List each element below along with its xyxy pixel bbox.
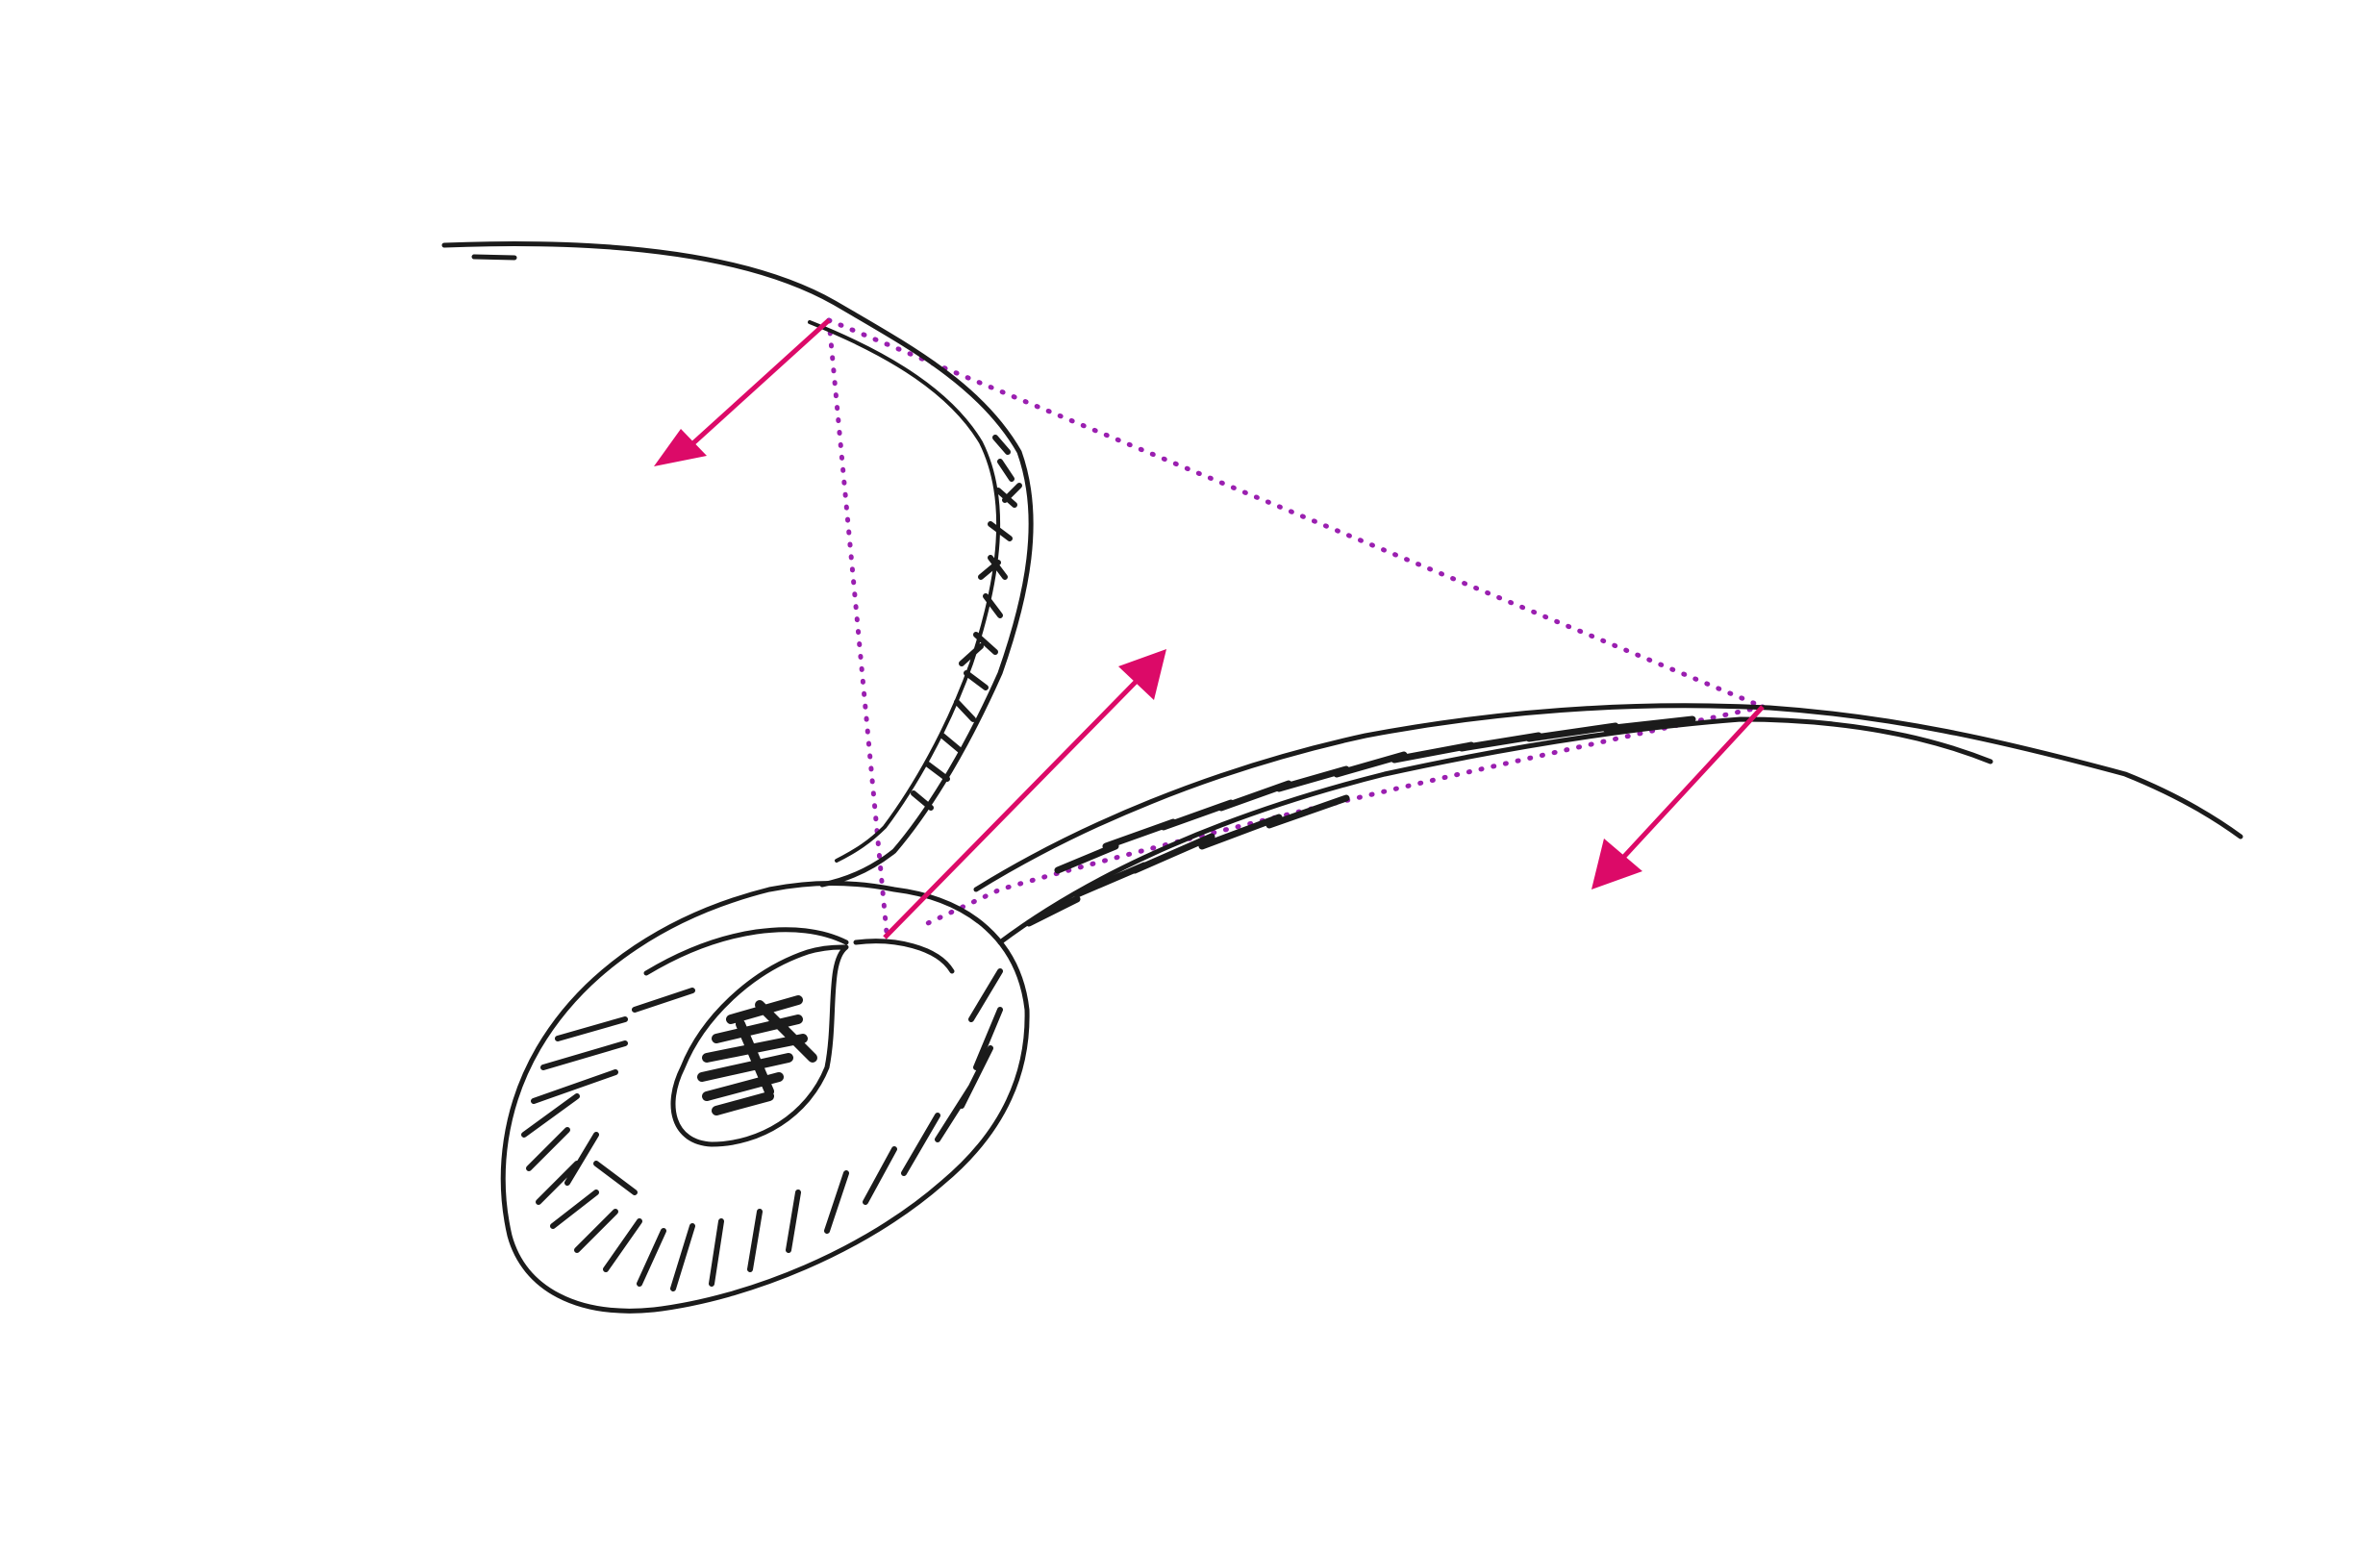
right-strand-hatching (1025, 715, 1696, 927)
force-arrows (654, 318, 1765, 939)
body-hatching (521, 968, 1003, 1291)
left-hair-strand (441, 240, 1034, 888)
body-inner-rim (670, 944, 849, 1147)
left-strand-hatching (911, 435, 1022, 811)
dotted-guide-lines (826, 317, 1766, 936)
arrow-center-up-right (883, 676, 1141, 939)
arrow-up-left-head (654, 429, 707, 466)
guide-right-to-base (925, 704, 1766, 926)
oval-body (500, 881, 1030, 1314)
right-strand-lower-edge (997, 716, 1993, 945)
right-hair-strand (973, 703, 2243, 945)
body-upper-crease (643, 927, 955, 976)
arrow-up-left (673, 318, 831, 462)
arrow-center-up-right-head (1118, 649, 1166, 700)
left-strand-outer-edge (441, 240, 1034, 888)
body-dark-center (697, 995, 817, 1115)
guide-top-to-right (826, 317, 1766, 710)
left-strand-tip-mark (471, 254, 517, 261)
right-strand-upper-edge (973, 703, 2243, 892)
guide-top-to-base (826, 317, 889, 936)
arrow-right-down-left (1618, 705, 1765, 863)
left-strand-inner-edge (808, 320, 1001, 863)
arrow-right-down-left-head (1591, 839, 1642, 889)
body-outline (500, 881, 1030, 1314)
